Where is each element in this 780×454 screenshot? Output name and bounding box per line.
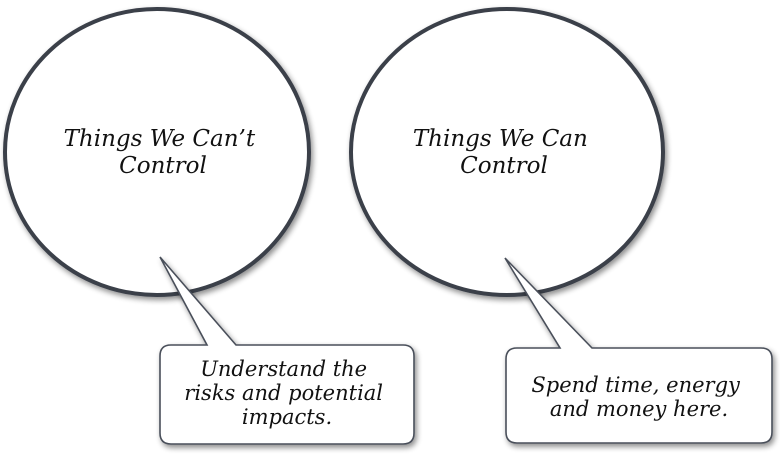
can-control-note-line2: and money here. [550,397,728,421]
cant-control-title-line1: Things We Can’t [64,126,256,152]
cant-control-title-line2: Control [119,153,207,179]
cant-control-note-line3: impacts. [242,405,332,429]
can-control-circle [349,7,665,297]
cant-control-note: Understand the risks and potential impac… [184,357,389,429]
can-control-callout [504,257,773,444]
cant-control-callout [159,256,415,445]
cant-control-circle [3,7,311,297]
can-control-title: Things We Can Control [413,126,595,179]
can-control-group: Things We Can Control Spend time, energy… [349,7,773,444]
cant-control-note-line2: risks and potential [184,381,383,405]
can-control-note: Spend time, energy and money here. [531,373,746,421]
can-control-title-line2: Control [460,153,548,179]
cant-control-group: Things We Can’t Control Understand the r… [3,7,415,445]
can-control-note-line1: Spend time, energy [531,373,741,397]
cant-control-title: Things We Can’t Control [64,126,263,179]
cant-control-note-line1: Understand the [200,357,367,381]
can-control-title-line1: Things We Can [413,126,588,152]
